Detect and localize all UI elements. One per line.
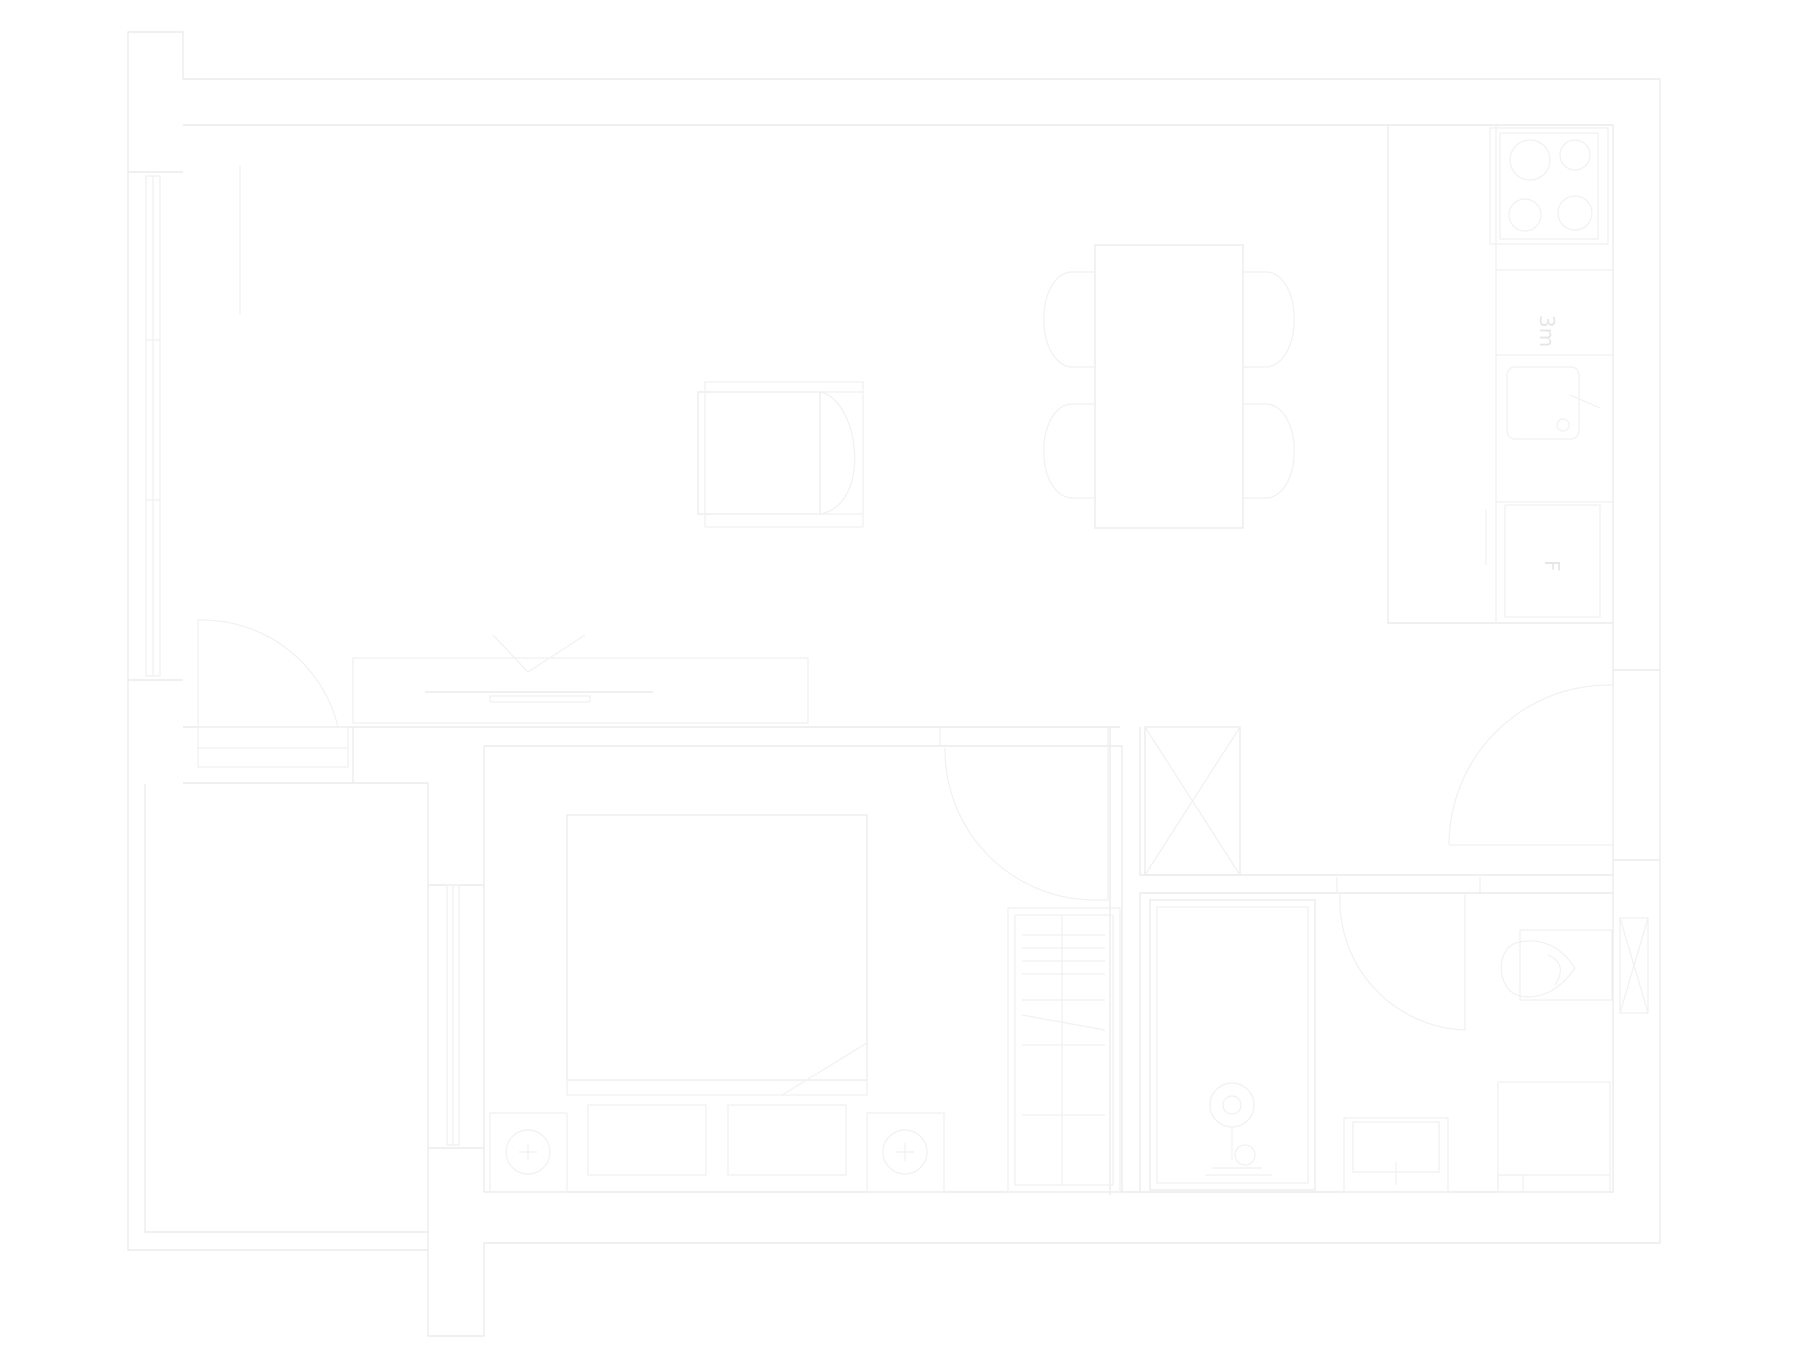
fridge-label: F bbox=[1540, 560, 1564, 572]
entry-door bbox=[197, 619, 349, 768]
nightstand bbox=[489, 1112, 568, 1193]
armchair bbox=[697, 381, 864, 528]
bed bbox=[566, 814, 868, 1081]
toilet bbox=[1519, 929, 1613, 1001]
tv-console bbox=[352, 634, 809, 724]
fridge bbox=[1504, 504, 1601, 618]
dining-table bbox=[1043, 244, 1295, 529]
right-door bbox=[1448, 684, 1614, 846]
bedroom bbox=[446, 727, 1121, 1193]
pillow bbox=[587, 1104, 707, 1176]
wardrobe bbox=[1007, 907, 1121, 1193]
burner-icon bbox=[1559, 139, 1591, 171]
dishwasher-label: 3m bbox=[1535, 315, 1559, 347]
shower-head-icon bbox=[1209, 1082, 1255, 1128]
lamp-icon bbox=[882, 1129, 928, 1175]
nightstand bbox=[866, 1112, 945, 1193]
burner-icon bbox=[1509, 139, 1551, 181]
closet bbox=[1144, 726, 1241, 876]
washbasin bbox=[1343, 1117, 1449, 1193]
outer-walls bbox=[127, 31, 1661, 1337]
washing-machine bbox=[1497, 1081, 1611, 1193]
cooktop bbox=[1489, 127, 1609, 245]
burner-icon bbox=[1557, 195, 1593, 231]
lamp-icon bbox=[505, 1129, 551, 1175]
pillow bbox=[727, 1104, 847, 1176]
window-west bbox=[145, 175, 161, 677]
burner-icon bbox=[1508, 198, 1542, 232]
sink-icon bbox=[1506, 366, 1580, 440]
bathroom bbox=[1149, 877, 1649, 1193]
shower bbox=[1149, 899, 1316, 1191]
kitchen: 3m F bbox=[1387, 125, 1613, 624]
cistern bbox=[1619, 917, 1649, 1014]
